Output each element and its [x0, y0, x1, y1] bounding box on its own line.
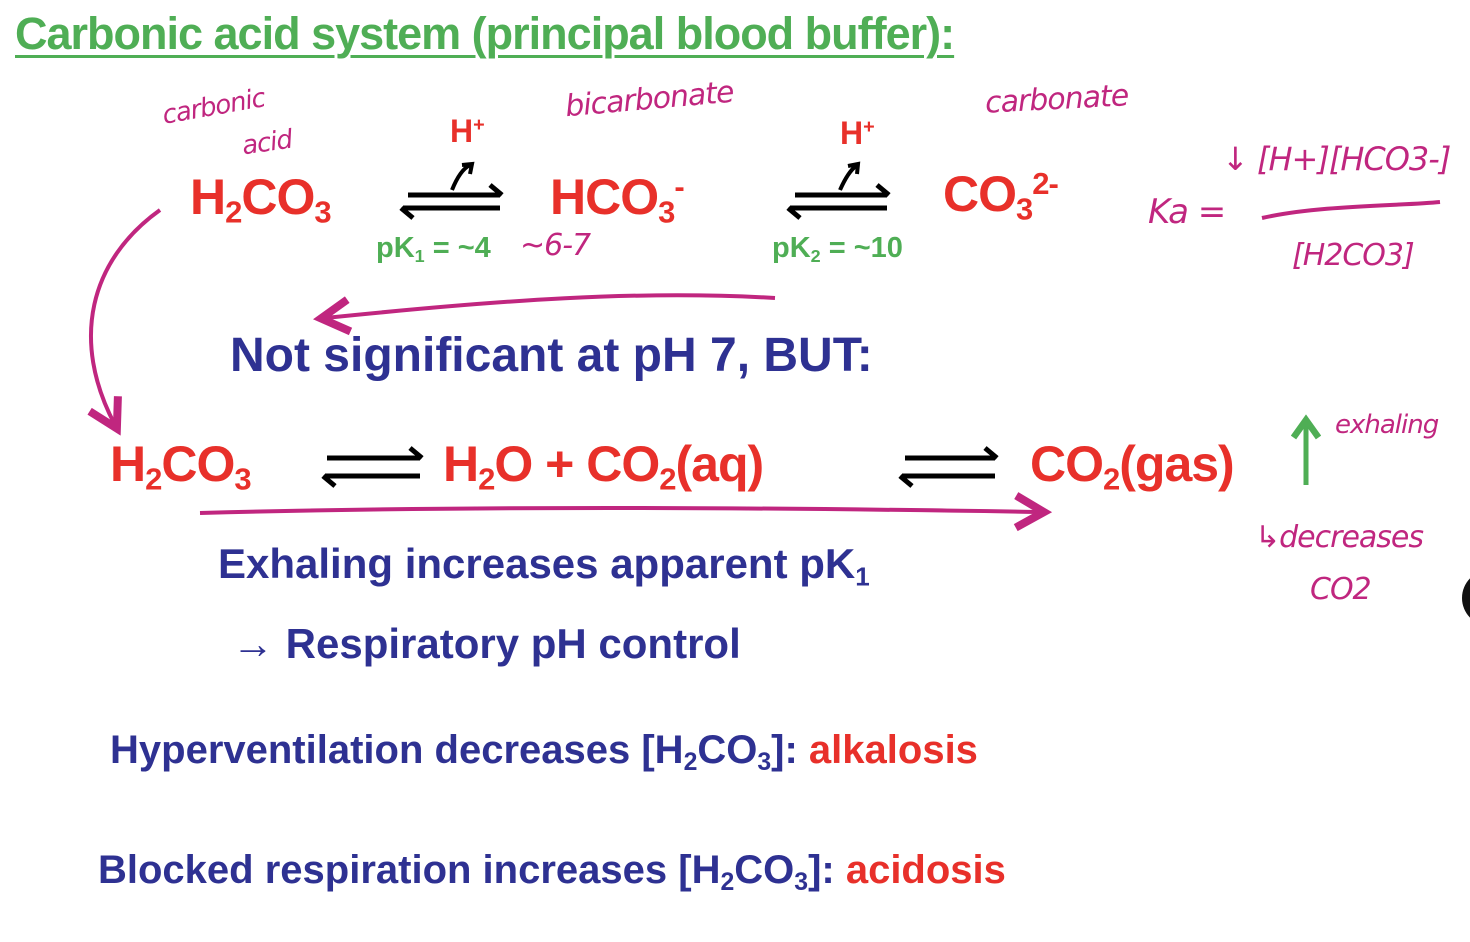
water-co2-aq-formula: H2O + CO2(aq) — [443, 436, 764, 497]
hyperventilation-statement: Hyperventilation decreases [H2CO3]: alka… — [110, 728, 978, 776]
annotation-ka-label: Ka = — [1148, 192, 1226, 232]
annotation-decreases: ↳decreases — [1255, 520, 1424, 555]
carbonate-formula: CO32- — [943, 165, 1059, 227]
equilibrium-arrow-4 — [898, 446, 999, 488]
annotation-arrow-right — [199, 508, 1040, 513]
co2-gas-formula: CO2(gas) — [1030, 436, 1235, 497]
acidosis-label: acidosis — [845, 848, 1006, 892]
pk1-label: pK1 = ~4 — [376, 232, 491, 267]
carbonic-acid-formula: H2CO3 — [190, 169, 332, 230]
equilibrium-arrow-3 — [321, 446, 424, 488]
equilibrium-arrow-1 — [399, 161, 504, 220]
annotation-arrow-down — [91, 208, 162, 425]
equilibrium-arrow-2 — [786, 161, 891, 220]
annotation-ka-denominator: [H2CO3] — [1292, 238, 1415, 273]
annotation-pk1-range: ~6-7 — [520, 228, 591, 263]
edge-black-circle — [1462, 578, 1470, 618]
annotation-exhaling: exhaling — [1335, 410, 1439, 440]
annotation-arrow-left — [325, 293, 776, 318]
h-plus-label-2: H+ — [840, 115, 875, 151]
slide-title: Carbonic acid system (principal blood bu… — [15, 8, 955, 59]
carbonic-acid-formula-2: H2CO3 — [110, 436, 252, 497]
blocked-respiration-statement: Blocked respiration increases [H2CO3]: a… — [98, 848, 1006, 896]
respiratory-control-statement: → Respiratory pH control — [232, 620, 741, 667]
exhaling-statement: Exhaling increases apparent pK1 — [218, 540, 870, 592]
bicarbonate-formula: HCO3- — [550, 168, 685, 230]
ka-fraction-line — [1261, 200, 1441, 220]
annotation-co2: CO2 — [1310, 572, 1372, 607]
alkalosis-label: alkalosis — [808, 728, 978, 772]
annotation-ka-numerator: ↓ [H+][HCO3-] — [1222, 140, 1451, 178]
h-plus-label-1: H+ — [450, 113, 485, 149]
not-significant-heading: Not significant at pH 7, BUT: — [230, 329, 873, 382]
pk2-label: pK2 = ~10 — [772, 232, 903, 267]
